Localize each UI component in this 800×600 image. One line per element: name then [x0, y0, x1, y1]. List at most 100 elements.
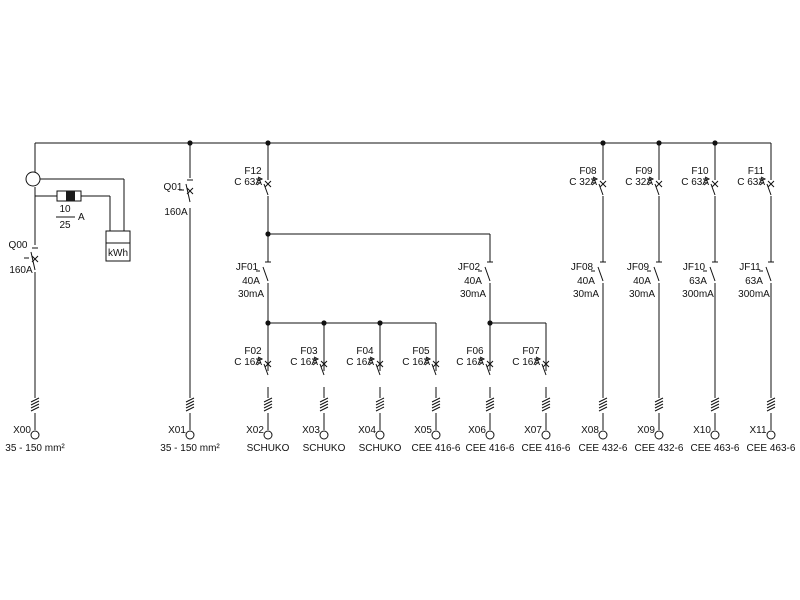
breaker-rating: 160A [9, 265, 33, 276]
breaker-name: F04 [356, 346, 374, 357]
terminal-name: X06 [468, 425, 486, 436]
terminal-description: CEE 416-6 [466, 443, 515, 454]
contact-cross-icon [320, 360, 328, 368]
terminal-icon [263, 430, 273, 440]
cable-hatch-mark [598, 397, 608, 403]
breaker-rating: C 16A [346, 357, 374, 368]
current-transformer-icon [25, 171, 41, 187]
rcd-switch-icon [478, 266, 491, 282]
terminal-description: CEE 416-6 [522, 443, 571, 454]
breaker-name: F02 [244, 346, 262, 357]
contact-cross-icon [711, 180, 719, 188]
breaker-name: F10 [691, 166, 709, 177]
cable-hatch-mark [319, 400, 329, 406]
rcd-sensitivity: 30mA [573, 289, 599, 300]
breaker-name: F03 [300, 346, 318, 357]
cable-hatch-mark [185, 403, 195, 409]
contact-cross-icon [264, 360, 272, 368]
cable-hatch-mark [30, 406, 40, 412]
overcurrent-trip-icon [312, 356, 320, 362]
cable-hatch-mark [541, 400, 551, 406]
cable-hatch-mark [598, 406, 608, 412]
cable-hatch-mark [485, 406, 495, 412]
breaker-rating: C 32A [569, 177, 597, 188]
terminal-description: SCHUKO [247, 443, 290, 454]
cable-hatch-mark [431, 406, 441, 412]
cable-hatch-mark [263, 403, 273, 409]
breaker-name: Q01 [164, 182, 183, 193]
terminal-icon [185, 430, 195, 440]
meter-fuse-value-top: 10 [59, 204, 71, 215]
breaker-name: F11 [748, 166, 765, 177]
rcd-sensitivity: 30mA [238, 289, 264, 300]
terminal-icon [654, 430, 664, 440]
rcd-switch-icon [703, 266, 716, 282]
rcd-name: JF11 [739, 262, 761, 273]
terminal-description: CEE 463-6 [691, 443, 740, 454]
terminal-name: X09 [637, 425, 655, 436]
mcb-switch-icon [478, 361, 491, 376]
breaker-rating: C 16A [290, 357, 318, 368]
terminal-icon [375, 430, 385, 440]
rcd-name: JF10 [683, 262, 706, 273]
rcd-name: JF09 [627, 262, 650, 273]
cable-hatch-mark [710, 406, 720, 412]
terminal-name: X00 [13, 425, 31, 436]
cable-hatch-mark [710, 397, 720, 403]
meter-fuse-unit: A [78, 212, 85, 223]
terminal-icon [541, 430, 551, 440]
cable-hatch-mark [185, 400, 195, 406]
terminal-name: X10 [693, 425, 711, 436]
meter-fuse-value-bottom: 25 [59, 220, 71, 231]
cable-hatch-mark [375, 397, 385, 403]
cable-hatch-mark [598, 400, 608, 406]
overcurrent-trip-icon [759, 176, 767, 182]
overcurrent-trip-icon [591, 176, 599, 182]
breaker-rating: C 32A [625, 177, 653, 188]
rcd-sensitivity: 300mA [682, 289, 714, 300]
terminal-icon [319, 430, 329, 440]
breaker-name: F08 [579, 166, 597, 177]
rcd-name: JF08 [571, 262, 594, 273]
cable-hatch-mark [431, 403, 441, 409]
cable-hatch-mark [710, 403, 720, 409]
contact-cross-icon [186, 187, 194, 195]
breaker-name: F07 [522, 346, 540, 357]
cable-hatch-mark [263, 397, 273, 403]
overcurrent-trip-icon [647, 176, 655, 182]
rcd-switch-icon [759, 266, 772, 282]
cable-hatch-mark [319, 397, 329, 403]
contact-cross-icon [655, 180, 663, 188]
cable-hatch-mark [654, 403, 664, 409]
cable-hatch-mark [766, 397, 776, 403]
rcd-jf10: JF10 63A 300mA [682, 261, 718, 300]
terminal-name: X04 [358, 425, 376, 436]
terminal-description: SCHUKO [303, 443, 346, 454]
rcd-name: JF02 [458, 262, 481, 273]
rcd-current: 63A [689, 276, 707, 287]
terminal-name: X05 [414, 425, 432, 436]
cable-hatch-mark [485, 397, 495, 403]
contact-cross-icon [486, 360, 494, 368]
breaker-rating: C 16A [402, 357, 430, 368]
overcurrent-trip-icon [256, 356, 264, 362]
cable-hatch-mark [431, 400, 441, 406]
mcb-switch-icon [368, 361, 381, 376]
